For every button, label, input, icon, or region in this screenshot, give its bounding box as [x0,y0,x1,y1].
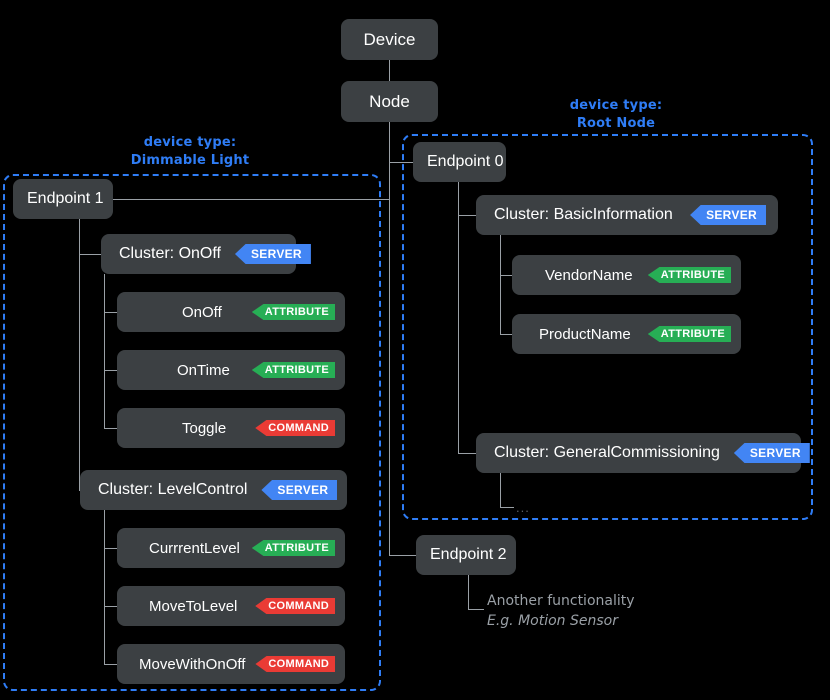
badge-attribute: ATTRIBUTE [251,540,335,556]
connector-levelcontrol-to-child-2 [104,664,117,665]
node-endpoint-1-label: Endpoint 1 [27,190,104,207]
connector-levelcontrol-to-child-0 [104,548,117,549]
badge-attribute: ATTRIBUTE [647,326,731,342]
endpoint2-note-line2: E.g. Motion Sensor [487,613,618,629]
endpoint2-note: Another functionality E.g. Motion Sensor [487,591,635,631]
connector-device-to-node [389,59,390,82]
node-cluster-basicinformation[interactable]: Cluster: BasicInformation SERVER [476,195,778,235]
connector-endpoint2-spine [468,575,469,609]
device-type-region-root-node [402,134,813,520]
node-attribute-productname[interactable]: ProductName ATTRIBUTE [512,314,741,354]
connector-onoff-to-child-2 [104,428,117,429]
connector-endpoint2-to-note [468,609,484,610]
connector-endpoint0-to-generalcommissioning [458,453,476,454]
badge-command: COMMAND [255,656,336,672]
device-type-caption: device type: [143,135,237,150]
node-attribute-vendorname-label: VendorName [545,266,633,284]
badge-attribute: ATTRIBUTE [251,362,335,378]
connector-endpoint1-to-onoff [79,254,101,255]
node-cluster-onoff[interactable]: Cluster: OnOff SERVER [101,234,311,274]
connector-generalcommissioning-spine [500,473,501,507]
node-attribute-ontime-label: OnTime [177,361,230,379]
node-generalcommissioning-ellipsis: ... [516,500,530,515]
connector-endpoint0-to-basicinformation [458,215,476,216]
node-endpoint-1[interactable]: Endpoint 1 [13,179,113,219]
connector-basicinformation-to-child-1 [500,334,512,335]
badge-server: SERVER [234,244,311,264]
badge-server: SERVER [690,205,766,225]
node-endpoint-2[interactable]: Endpoint 2 [416,535,516,575]
connector-levelcontrol-to-child-1 [104,606,117,607]
node-device-label: Device [363,29,416,49]
connector-trunk-to-endpoint1 [112,199,390,200]
node-attribute-onoff-label: OnOff [182,303,222,321]
node-cluster-levelcontrol-label: Cluster: LevelControl [98,481,248,498]
connector-endpoint0-spine [458,182,459,454]
node-command-toggle-label: Toggle [182,419,227,437]
node-cluster-onoff-label: Cluster: OnOff [119,245,221,262]
node-attribute-ontime[interactable]: OnTime ATTRIBUTE [117,350,345,390]
badge-command: COMMAND [255,598,335,614]
node-endpoint-0-label: Endpoint 0 [427,153,504,170]
node-cluster-basicinformation-label: Cluster: BasicInformation [494,206,673,223]
connector-onoff-to-child-1 [104,370,117,371]
connector-trunk-to-endpoint0 [389,162,413,163]
node-attribute-vendorname[interactable]: VendorName ATTRIBUTE [512,255,741,295]
node-endpoint-0[interactable]: Endpoint 0 [413,142,506,182]
device-type-name: Dimmable Light [130,153,250,168]
device-type-label-root-node: device type: Root Node [516,97,716,133]
node-command-movetolevel-label: MoveToLevel [149,597,238,615]
connector-trunk-to-endpoint2 [389,555,416,556]
node-cluster-generalcommissioning-label: Cluster: GeneralCommissioning [494,444,720,461]
node-cluster-generalcommissioning[interactable]: Cluster: GeneralCommissioning SERVER [476,433,810,473]
endpoint2-note-line1: Another functionality [487,593,635,609]
connector-onoff-to-child-0 [104,312,117,313]
node-command-movewithonoff-label: MoveWithOnOff [139,655,246,673]
device-type-name: Root Node [576,116,656,131]
device-type-label-dimmable-light: device type: Dimmable Light [90,134,290,170]
node-command-movewithonoff[interactable]: MoveWithOnOff COMMAND [117,644,345,684]
device-type-region-dimmable-light [3,174,381,691]
node-attribute-currrentlevel-label: CurrrentLevel [149,539,240,557]
node-node-label: Node [369,91,410,111]
connector-basicinformation-spine [500,235,501,334]
badge-server: SERVER [733,443,810,463]
connector-node-trunk [389,120,390,556]
node-device[interactable]: Device [341,19,438,60]
node-cluster-levelcontrol[interactable]: Cluster: LevelControl SERVER [80,470,347,510]
connector-levelcontrol-spine [104,510,105,664]
badge-attribute: ATTRIBUTE [647,267,731,283]
connector-endpoint1-spine [79,219,80,491]
badge-command: COMMAND [255,420,335,436]
node-command-movetolevel[interactable]: MoveToLevel COMMAND [117,586,345,626]
node-node[interactable]: Node [341,81,438,122]
badge-attribute: ATTRIBUTE [251,304,335,320]
device-type-caption: device type: [569,98,663,113]
node-attribute-productname-label: ProductName [539,325,631,343]
node-attribute-onoff[interactable]: OnOff ATTRIBUTE [117,292,345,332]
node-attribute-currrentlevel[interactable]: CurrrentLevel ATTRIBUTE [117,528,345,568]
node-command-toggle[interactable]: Toggle COMMAND [117,408,345,448]
connector-generalcommissioning-to-ellipsis [500,507,514,508]
connector-basicinformation-to-child-0 [500,275,512,276]
connector-onoff-spine [104,274,105,428]
node-endpoint-2-label: Endpoint 2 [430,546,507,563]
badge-server: SERVER [261,480,338,500]
